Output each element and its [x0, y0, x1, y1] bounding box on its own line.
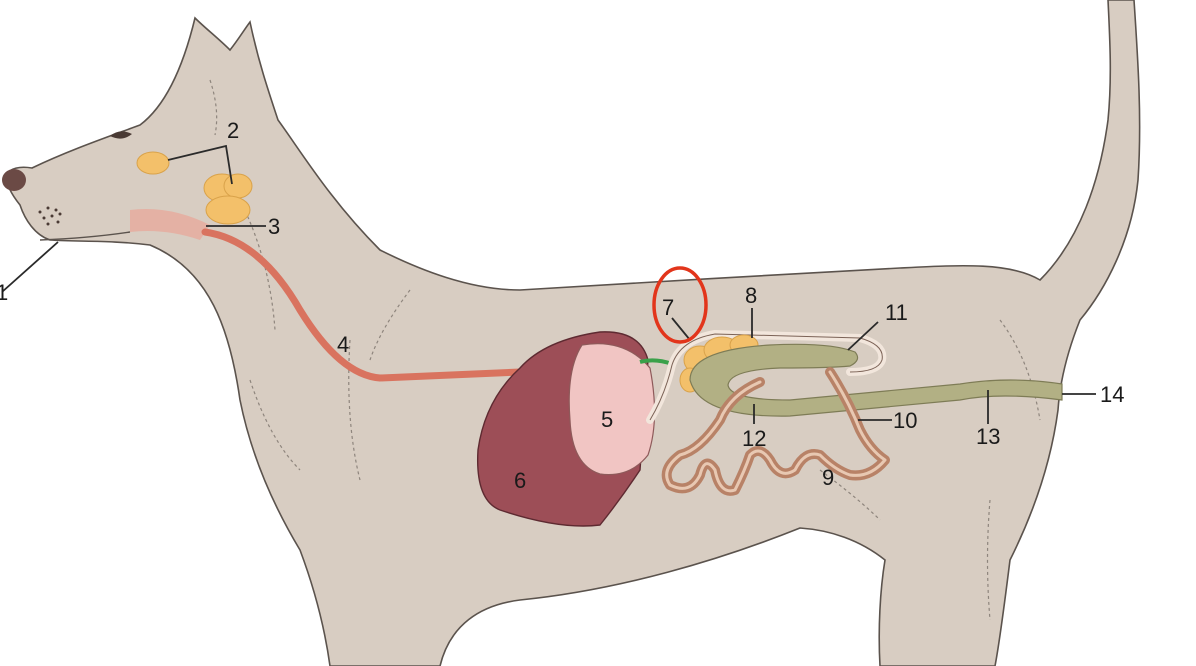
label-10: 10 — [893, 408, 917, 433]
label-14: 14 — [1100, 382, 1124, 407]
eye — [110, 131, 132, 139]
label-1: 1 — [0, 280, 8, 305]
whisker-dots — [38, 206, 62, 226]
dog-body — [5, 0, 1141, 666]
label-12: 12 — [742, 426, 766, 451]
label-3: 3 — [268, 214, 280, 239]
label-5: 5 — [601, 407, 613, 432]
highlight-circle — [652, 266, 708, 344]
label-4: 4 — [337, 332, 349, 357]
label-8: 8 — [745, 283, 757, 308]
esophagus — [201, 228, 524, 382]
nose — [2, 169, 26, 191]
label-6: 6 — [514, 468, 526, 493]
label-7: 7 — [662, 295, 674, 320]
salivary-glands — [136, 151, 253, 225]
mouth-line — [39, 231, 131, 241]
label-9: 9 — [822, 465, 834, 490]
label-11: 11 — [885, 300, 908, 325]
pharynx — [130, 209, 210, 240]
leader-lines — [1, 144, 1096, 424]
label-13: 13 — [976, 424, 1000, 449]
large-intestine — [689, 343, 1063, 417]
small-intestine-lumen — [665, 370, 887, 493]
label-2: 2 — [227, 118, 239, 143]
duodenum-outline — [649, 333, 883, 421]
